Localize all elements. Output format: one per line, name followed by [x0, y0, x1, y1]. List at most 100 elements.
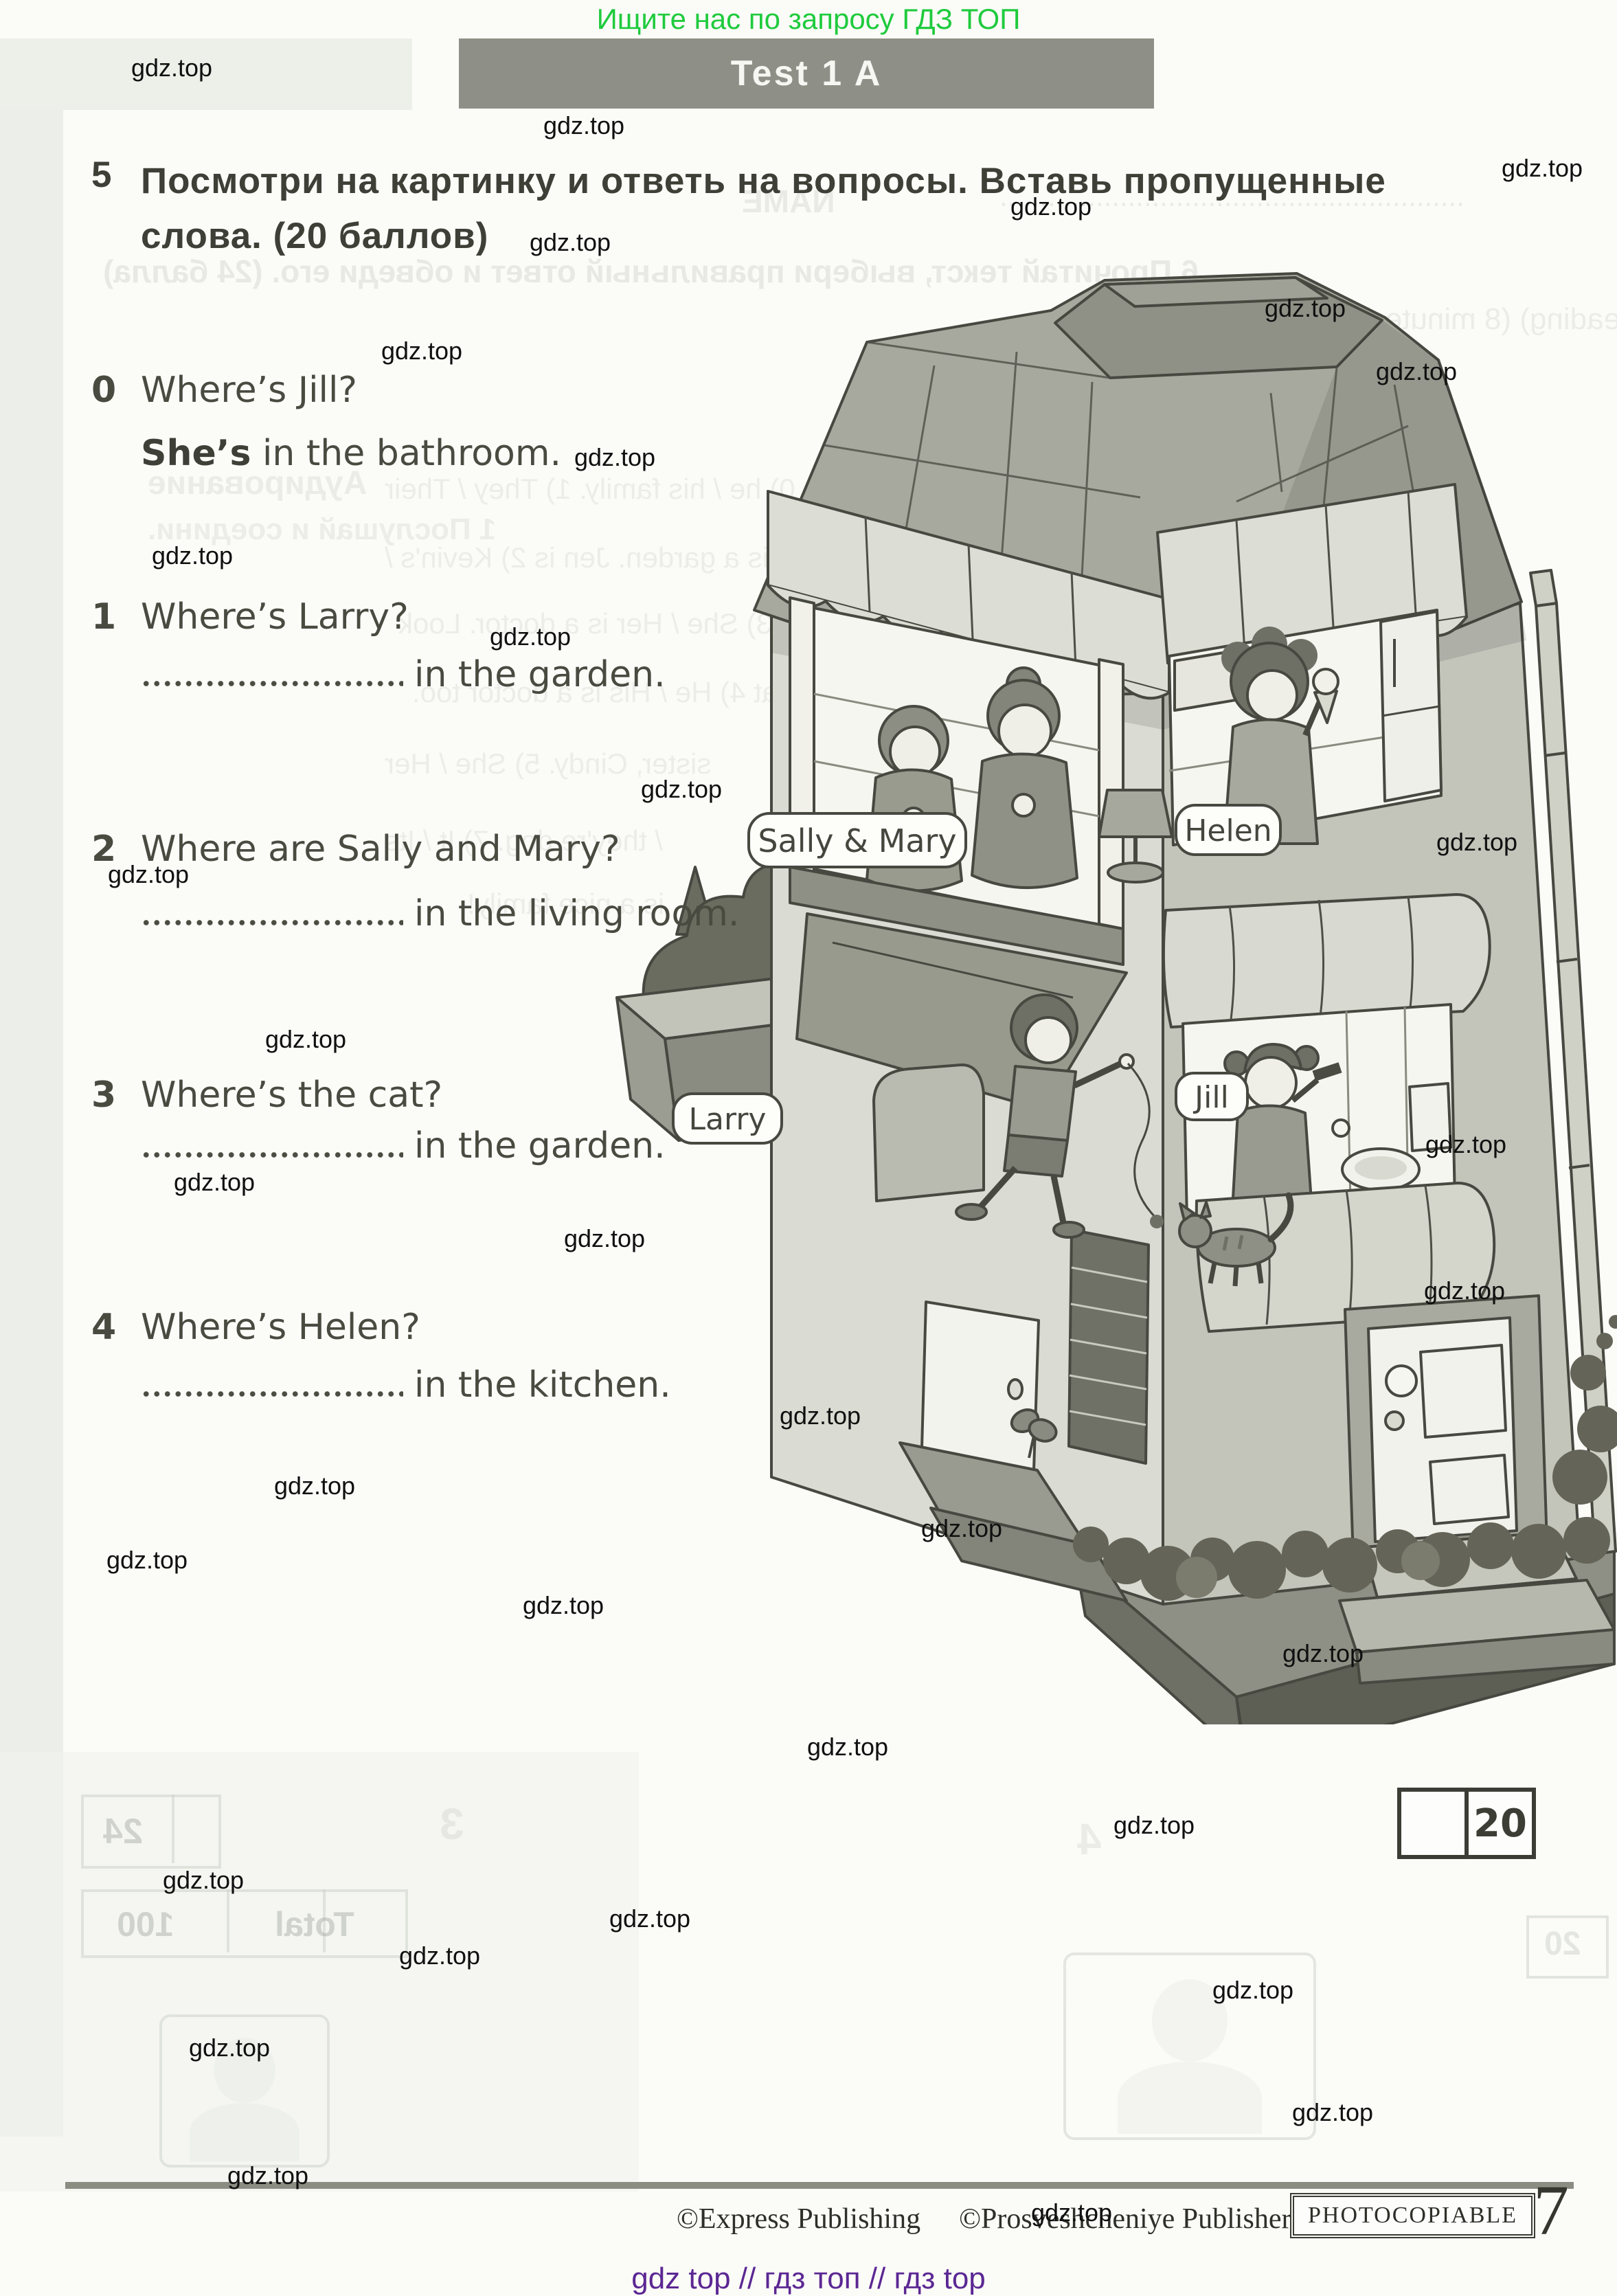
label-helen: Helen [1175, 804, 1282, 856]
label-jill-text: Jill [1192, 1080, 1229, 1115]
table-lamp [1098, 789, 1173, 883]
page-number: 7 [1533, 2171, 1569, 2250]
label-jill: Jill [1175, 1072, 1249, 1121]
answer-4-text: in the kitchen. [414, 1364, 671, 1406]
toilet [1331, 1082, 1452, 1191]
character-mary [971, 666, 1078, 890]
photocopiable-stamp: PHOTOCOPIABLE [1290, 2193, 1535, 2238]
gdz-watermark: gdz.top [1501, 154, 1583, 182]
question-1-text: Where’s Larry? [141, 596, 409, 638]
footer-credits: ©Express Publishing ©Prosveshcheniye Publ… [677, 2203, 1302, 2236]
gdz-watermark: gdz.top [398, 1942, 481, 1970]
bathroom-window [1162, 893, 1491, 1221]
answer-0: She’s in the bathroom. [141, 433, 561, 474]
gdz-watermark: gdz.top [640, 775, 723, 803]
bleed-divider [172, 1794, 174, 1863]
gdz-bottom-banner: gdz top // гдз топ // гдз top [631, 2262, 986, 2295]
gdz-watermark: gdz.top [563, 1224, 646, 1252]
gdz-watermark: gdz.top [131, 54, 213, 82]
fridge [1379, 610, 1443, 802]
label-sally-mary: Sally & Mary [747, 812, 967, 868]
answer-1: in the garden. [141, 654, 666, 695]
question-0-number: 0 [91, 370, 117, 411]
slat-window [1067, 1228, 1150, 1465]
bleed-score-box-24 [81, 1794, 221, 1869]
gdz-watermark: gdz.top [529, 228, 611, 256]
gdz-watermark: gdz.top [1030, 2198, 1113, 2227]
task-number: 5 [91, 155, 112, 195]
label-helen-text: Helen [1184, 813, 1271, 848]
score-max-points: 20 [1473, 1801, 1527, 1846]
question-3-number: 3 [91, 1074, 117, 1116]
gdz-watermark: gdz.top [920, 1514, 1003, 1542]
gdz-watermark: gdz.top [273, 1472, 356, 1500]
answer-4-blank[interactable] [141, 1387, 403, 1397]
bushes [1073, 1315, 1617, 1601]
task-instruction-line1: Посмотри на картинку и ответь на вопросы… [141, 161, 1386, 201]
gdz-watermark: gdz.top [1010, 192, 1092, 221]
task-instruction: Посмотри на картинку и ответь на вопросы… [141, 154, 1446, 264]
label-larry: Larry [672, 1092, 783, 1145]
test-title: Test 1 A [730, 54, 883, 93]
bleed-total-box [81, 1889, 408, 1958]
gdz-watermark: gdz.top [1212, 1976, 1294, 2004]
gdz-watermark: gdz.top [106, 1546, 188, 1574]
bleed-divider [227, 1889, 229, 1952]
gdz-watermark: gdz.top [609, 1904, 691, 1933]
side-door [898, 1301, 1128, 1602]
answer-2: in the living room. [141, 893, 739, 934]
front-door [1195, 1182, 1616, 1685]
publisher-prosveshcheniye: ©Prosveshcheniye Publishers [959, 2203, 1302, 2235]
butterfly [1010, 1408, 1058, 1459]
character-larry [955, 993, 1164, 1239]
gdz-watermark: gdz.top [489, 622, 572, 651]
answer-1-blank[interactable] [141, 677, 403, 686]
answer-0-rest: in the bathroom. [251, 433, 562, 474]
answer-1-text: in the garden. [414, 654, 666, 695]
gdz-watermark: gdz.top [574, 443, 656, 471]
bleed-20-box [1526, 1915, 1609, 1979]
score-box: 20 [1397, 1788, 1536, 1859]
score-box-max-cell: 20 [1465, 1792, 1532, 1855]
gdz-top-promo-banner: Ищите нас по запросу ГДЗ ТОП [596, 3, 1021, 35]
test-title-bar: Test 1 A [459, 38, 1154, 109]
label-sally-mary-text: Sally & Mary [758, 822, 956, 859]
bleed-photo-frame [1063, 1952, 1316, 2140]
question-4-number: 4 [91, 1307, 117, 1348]
gdz-watermark: gdz.top [1375, 357, 1458, 385]
publisher-express: ©Express Publishing [677, 2203, 921, 2235]
answer-2-text: in the living room. [414, 893, 740, 934]
footer-rule [65, 2182, 1574, 2189]
answer-3-blank[interactable] [141, 1148, 403, 1158]
answer-0-bold: She’s [141, 433, 251, 474]
gdz-watermark: gdz.top [1423, 1276, 1506, 1305]
question-2-number: 2 [91, 829, 117, 870]
question-0-text: Where’s Jill? [141, 370, 358, 411]
gdz-watermark: gdz.top [779, 1402, 861, 1430]
gdz-watermark: gdz.top [1264, 294, 1346, 322]
answer-2-blank[interactable] [141, 916, 403, 925]
answer-4: in the kitchen. [141, 1364, 671, 1406]
kitchen-window [1156, 483, 1468, 846]
bleed-divider [323, 1889, 326, 1952]
cat [1178, 1192, 1294, 1287]
gdz-watermark: gdz.top [1113, 1811, 1195, 1839]
gdz-watermark: gdz.top [381, 337, 463, 365]
house-illustration: Sally & Mary Helen Larry Jill [615, 272, 1617, 1724]
gdz-watermark: gdz.top [162, 1866, 245, 1894]
gdz-watermark: gdz.top [227, 2161, 309, 2190]
bleed-photo-frame [159, 2014, 330, 2168]
gdz-watermark: gdz.top [1425, 1130, 1507, 1158]
label-larry-text: Larry [689, 1102, 767, 1137]
character-jill [1223, 1043, 1342, 1212]
character-helen [1221, 627, 1339, 845]
gdz-watermark: gdz.top [151, 541, 234, 570]
question-3-text: Where’s the cat? [141, 1074, 443, 1116]
gdz-watermark: gdz.top [1291, 2098, 1374, 2126]
bottom-left-wash [0, 1752, 639, 2192]
question-4-text: Where’s Helen? [141, 1307, 420, 1348]
gdz-watermark: gdz.top [1282, 1639, 1364, 1667]
